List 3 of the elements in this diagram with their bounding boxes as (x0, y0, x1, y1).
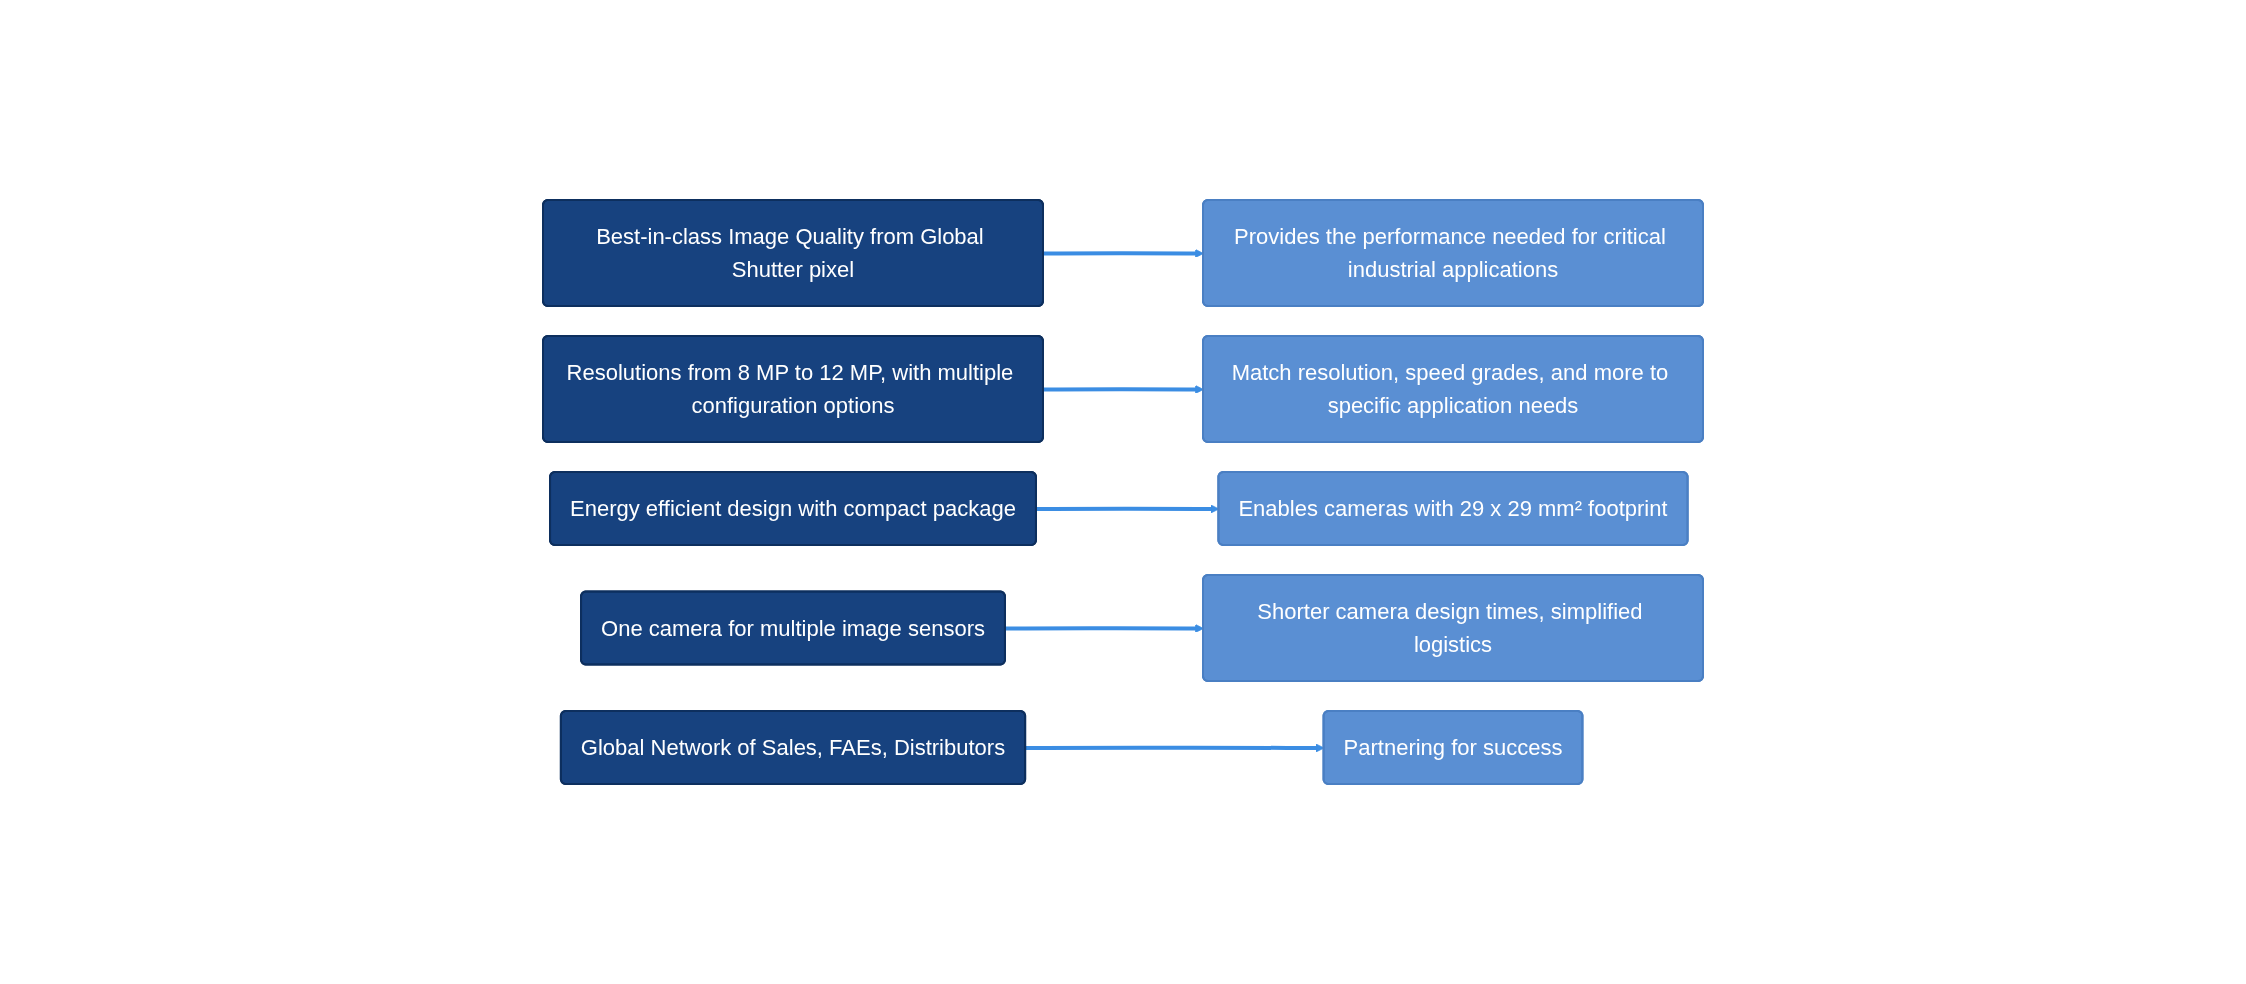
arrow (1043, 249, 1204, 258)
arrow (1005, 624, 1204, 633)
arrow (1043, 385, 1204, 394)
